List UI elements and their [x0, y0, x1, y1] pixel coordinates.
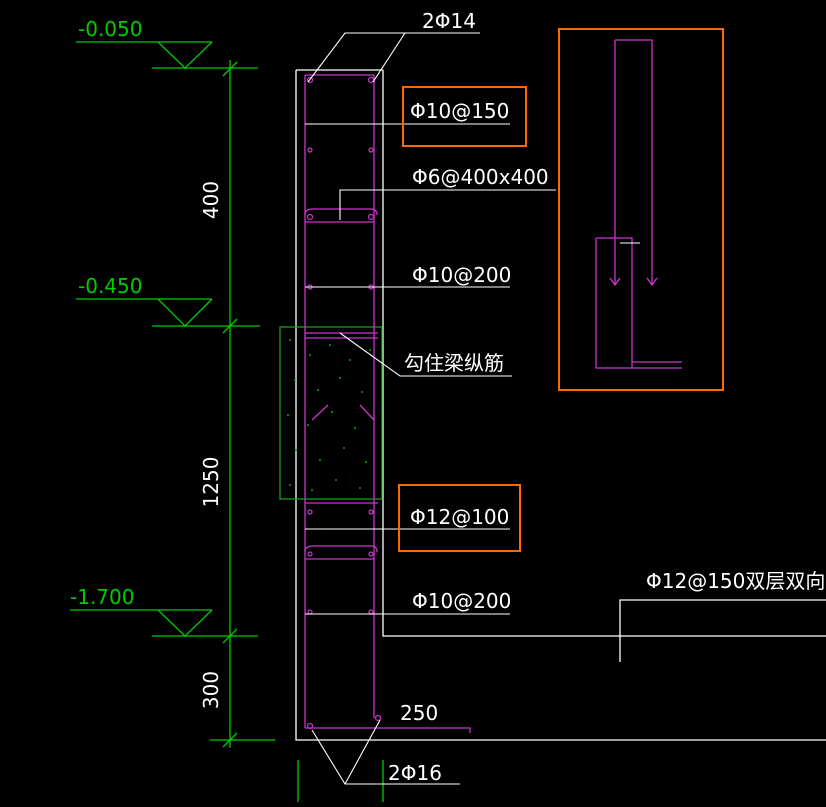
leader-lines: [305, 32, 556, 785]
level-marker-top: -0.050: [76, 17, 258, 69]
label-stirrup-upper: Φ10@150: [410, 99, 509, 123]
label-stirrup-mid: Φ10@200: [412, 263, 511, 287]
label-stirrup-beam: Φ12@100: [410, 505, 509, 529]
label-stirrup-lower: Φ10@200: [412, 589, 511, 613]
dimension-label: 400: [199, 181, 223, 219]
level-label: -0.450: [78, 274, 142, 298]
level-label: -0.050: [78, 17, 142, 41]
rebar-cage: [304, 74, 471, 733]
highlight-box-upper-stirrup: [402, 86, 527, 147]
label-width: 250: [400, 701, 438, 725]
level-marker-bottom: -1.700: [70, 585, 258, 637]
highlight-box-beam-stirrup: [398, 484, 521, 552]
dimension-label: 300: [199, 671, 223, 709]
lap-splice-detail: [595, 39, 682, 369]
label-bottom-bars: 2Φ16: [388, 761, 442, 785]
highlight-box-detail: [558, 28, 724, 391]
wall-outline: [295, 69, 826, 741]
beam-section: [279, 326, 383, 500]
label-tie-bar: Φ6@400x400: [412, 165, 549, 189]
level-marker-mid: -0.450: [76, 274, 260, 327]
label-slab-reinforcement: Φ12@150双层双向: [646, 569, 825, 593]
vertical-dimension-chain: 400 1250 300: [199, 60, 384, 802]
level-label: -1.700: [70, 585, 134, 609]
label-hook-note: 勾住梁纵筋: [404, 351, 504, 375]
dimension-label: 1250: [199, 457, 223, 508]
label-top-bars: 2Φ14: [422, 9, 476, 33]
